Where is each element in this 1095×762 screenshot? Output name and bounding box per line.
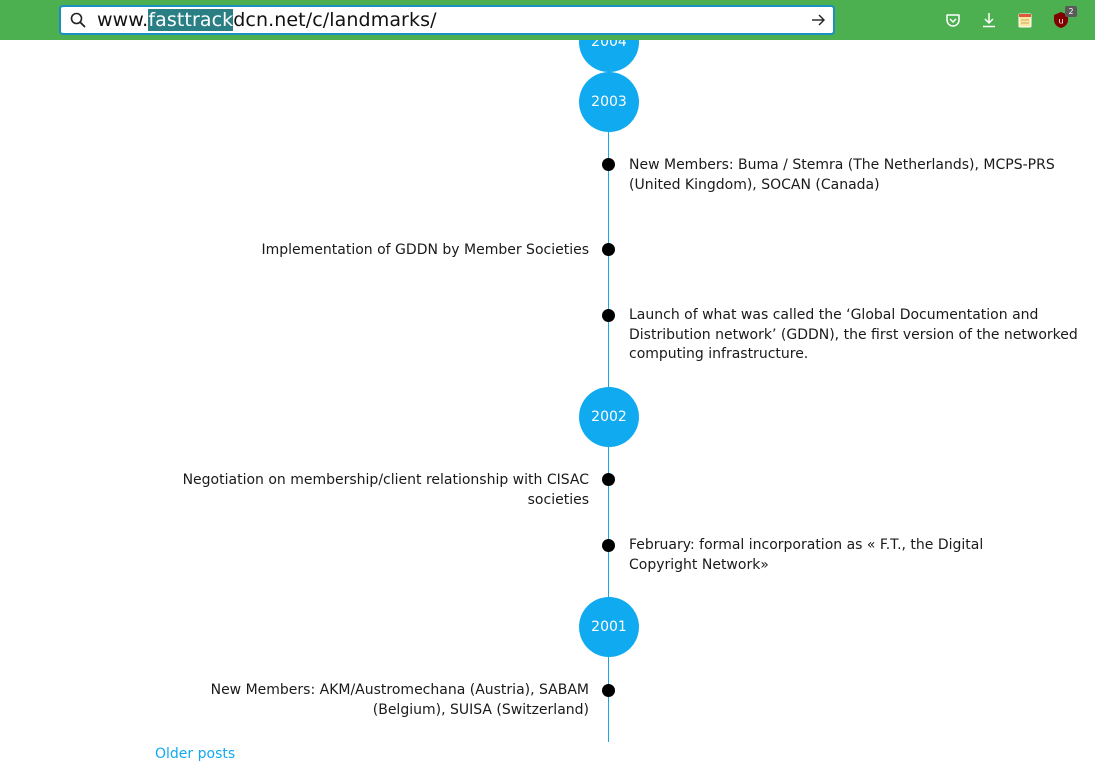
url-prefix: www. bbox=[97, 9, 149, 31]
timeline-dot bbox=[602, 684, 615, 697]
year-marker-2002: 2002 bbox=[579, 387, 639, 447]
timeline-dot bbox=[602, 158, 615, 171]
timeline-entry: Negotiation on membership/client relatio… bbox=[182, 472, 589, 508]
pocket-icon[interactable] bbox=[942, 9, 964, 31]
ublock-icon[interactable]: u 2 bbox=[1050, 6, 1077, 31]
timeline-entry: New Members: Buma / Stemra (The Netherla… bbox=[629, 157, 1055, 193]
timeline-dot bbox=[602, 243, 615, 256]
timeline-entry: New Members: AKM/Austromechana (Austria)… bbox=[210, 682, 589, 718]
url-text[interactable]: www.fasttrackdcn.net/c/landmarks/ bbox=[97, 9, 437, 31]
url-suffix: dcn.net/c/landmarks/ bbox=[233, 9, 437, 31]
older-posts-link[interactable]: Older posts bbox=[155, 746, 236, 762]
year-marker-2001: 2001 bbox=[579, 597, 639, 657]
year-marker-2003: 2003 bbox=[579, 72, 639, 132]
search-icon bbox=[63, 7, 93, 33]
timeline-dot bbox=[602, 473, 615, 486]
timeline-entry: Launch of what was called the ‘Global Do… bbox=[629, 307, 1078, 362]
go-arrow-icon[interactable] bbox=[807, 9, 829, 31]
download-icon[interactable] bbox=[978, 9, 1000, 31]
browser-toolbar: www.fasttrackdcn.net/c/landmarks/ bbox=[0, 0, 1095, 40]
url-selection: fasttrack bbox=[148, 9, 234, 31]
extension-badge: 2 bbox=[1065, 6, 1077, 17]
notes-icon[interactable] bbox=[1014, 9, 1036, 31]
timeline-entry: February: formal incorporation as « F.T.… bbox=[629, 537, 984, 573]
timeline-dot bbox=[602, 309, 615, 322]
timeline-entry: Implementation of GDDN by Member Societi… bbox=[261, 242, 590, 258]
address-bar[interactable]: www.fasttrackdcn.net/c/landmarks/ bbox=[59, 5, 835, 35]
svg-text:u: u bbox=[1058, 17, 1063, 26]
timeline-dot bbox=[602, 539, 615, 552]
